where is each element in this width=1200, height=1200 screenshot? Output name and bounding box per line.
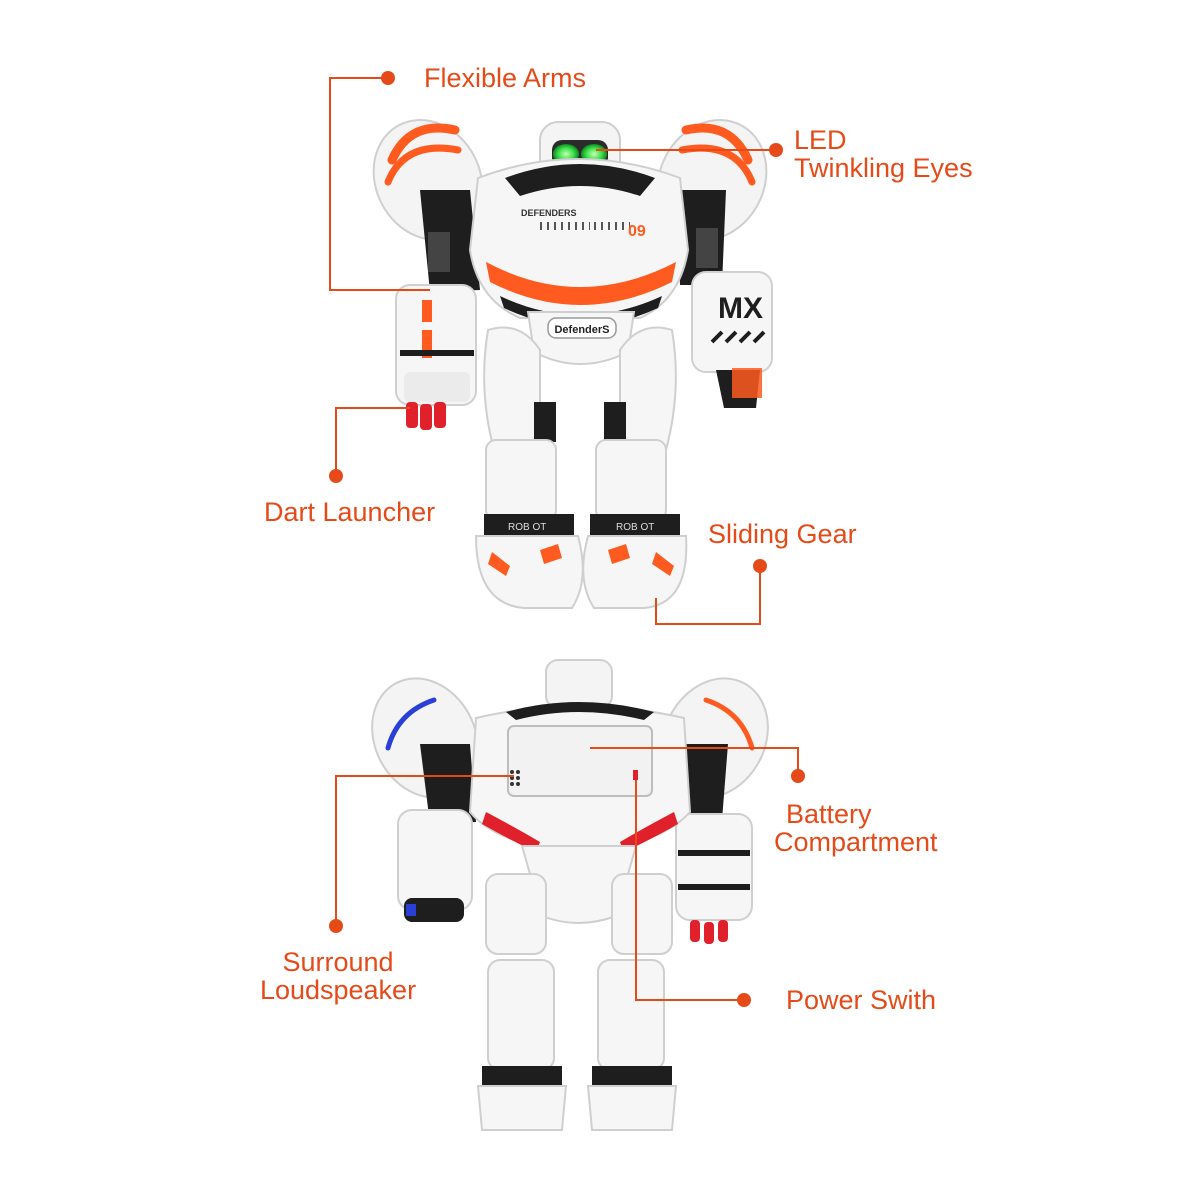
back-legs [476,873,678,1131]
battery-compartment-label: Battery Compartment [774,800,964,856]
front-left-shin-text: ROB OT [508,522,546,533]
front-right-forearm [691,271,773,408]
led-dot [769,143,783,157]
callout-lines [329,77,799,1001]
front-right-upper-arm [676,190,726,285]
front-chest-number: 09 [628,223,646,240]
battery-compartment [507,725,653,797]
flexible-arms-leader [329,77,430,291]
flexible-arms-dot [381,71,395,85]
back-right-upper-arm [680,744,728,820]
power-switch [633,770,638,780]
dart-launcher-leader [335,407,410,474]
front-left-upper-arm [420,190,480,292]
power-switch-dot [737,993,751,1007]
power-switch-label: Power Swith [786,985,937,1015]
front-robot: DEFENDERS 09 DefenderS ROB OT ROB OT [372,119,773,609]
sliding-gear-label: Sliding Gear [708,519,857,549]
dart-launcher-label: Dart Launcher [264,497,436,527]
battery-dot [791,769,805,783]
front-belly-badge: DefenderS [554,324,609,336]
flexible-arms-label: Flexible Arms [424,63,587,93]
front-chest-brand: DEFENDERS [521,208,577,218]
battery-label-line2: Compartment [774,827,938,857]
sliding-gear-leader [655,566,761,625]
sliding-gear-dot [753,559,767,573]
front-shins: ROB OT ROB OT [484,439,680,536]
battery-leader [590,747,799,774]
front-arm-badge: MX [718,292,763,325]
back-head [545,659,613,709]
battery-label-line1: Battery [786,799,872,829]
led-label-line1: LED [794,125,847,155]
front-pelvis: DefenderS [526,311,636,365]
front-torso: DEFENDERS 09 [468,158,690,326]
back-robot [371,659,769,1131]
back-right-forearm [675,813,753,944]
front-feet [474,535,688,609]
back-left-forearm [397,809,473,922]
callout-dots [329,71,805,1007]
front-right-shin-text: ROB OT [616,522,654,533]
led-label-line2: Twinkling Eyes [794,153,973,183]
speaker-label-line1: Surround [282,947,394,977]
speaker-label-line2: Loudspeaker [259,975,417,1005]
surround-loudspeaker-label: Surround Loudspeaker [248,948,428,1004]
power-switch-leader [635,780,742,1001]
back-left-upper-arm [420,744,476,824]
speaker-dot [329,919,343,933]
speaker-leader [335,775,514,924]
front-thighs [483,326,677,451]
dart-launcher-dot [329,469,343,483]
front-darts [406,402,446,430]
front-left-forearm [395,284,477,406]
led-label: LED Twinkling Eyes [794,126,973,182]
